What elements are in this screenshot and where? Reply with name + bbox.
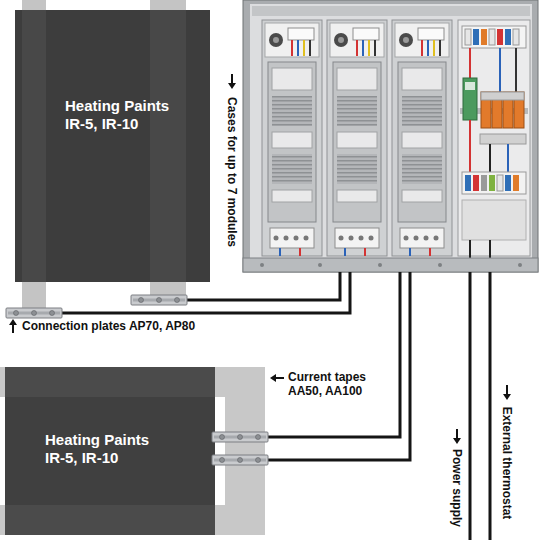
rivet: [318, 263, 322, 267]
power-module: [327, 20, 387, 256]
tape-under-paint: [5, 505, 215, 535]
current-tape: [150, 0, 186, 290]
callout-label: Connection plates AP70, AP80: [22, 319, 242, 333]
cable: [168, 272, 340, 300]
pointer-arrowhead: [9, 319, 17, 325]
current-tape: [22, 0, 46, 290]
terminal: [489, 175, 495, 191]
terminal: [473, 175, 479, 191]
control-section: [458, 20, 530, 256]
pointer-arrow: [231, 74, 233, 84]
top-rail: [252, 6, 530, 16]
wire: [469, 120, 471, 172]
terminal: [513, 29, 519, 45]
cabinet-back: [250, 4, 532, 260]
wire: [515, 48, 517, 92]
connection-plate: [131, 295, 187, 305]
tape-under-paint: [150, 10, 186, 282]
rivet: [378, 263, 382, 267]
pointer-arrowhead: [503, 394, 511, 400]
terminal: [465, 29, 471, 45]
wire: [507, 144, 509, 172]
relay: [463, 78, 477, 120]
cable: [35, 272, 350, 313]
terminal: [481, 175, 487, 191]
cabinet-lip: [243, 258, 538, 272]
panel-title: Heating Paints IR-5, IR-10: [45, 431, 170, 467]
terminal: [465, 175, 471, 191]
terminal: [473, 29, 479, 45]
terminal: [497, 175, 503, 191]
pointer-arrowhead: [453, 438, 461, 444]
pointer-arrow: [275, 377, 284, 379]
rivet: [438, 263, 442, 267]
terminal-strip: [462, 172, 526, 194]
terminal: [505, 29, 511, 45]
wire: [489, 144, 491, 172]
callout-label: Power supply: [449, 433, 465, 540]
breaker-top: [481, 92, 524, 100]
rivet: [518, 263, 522, 267]
terminal: [489, 29, 495, 45]
connection-plate: [6, 308, 62, 318]
callout-label: Current tapes AA50, AA100: [288, 370, 383, 398]
current-tape: [22, 282, 46, 310]
wire: [499, 48, 501, 92]
pointer-arrowhead: [270, 374, 276, 382]
power-module: [392, 20, 452, 256]
pointer-arrow: [456, 429, 458, 439]
busbar: [480, 134, 526, 144]
relay-window: [465, 82, 475, 90]
terminal: [505, 175, 511, 191]
callout-label: External thermostat: [499, 388, 515, 538]
wire: [469, 48, 471, 78]
terminal-strip: [462, 26, 526, 48]
pointer-arrow: [12, 324, 14, 333]
wire: [489, 240, 491, 258]
connection-plate: [212, 455, 268, 465]
current-tape: [225, 367, 265, 535]
terminal: [513, 175, 519, 191]
wire: [469, 240, 471, 258]
tape-under-paint: [22, 10, 46, 282]
terminal: [497, 29, 503, 45]
rivet: [260, 263, 264, 267]
pointer-arrowhead: [228, 83, 236, 89]
cable-tray: [462, 200, 526, 240]
pointer-arrow: [506, 385, 508, 395]
connection-plate: [212, 432, 268, 442]
supply-cable: [469, 272, 472, 540]
control-cabinet: Cases for up to 7 modules: [243, 0, 538, 272]
cabinet-heading: Cases for up to 7 modules: [224, 82, 240, 262]
tape-under-paint: [5, 367, 215, 397]
power-module: [262, 20, 322, 256]
cabinet-frame: [243, 0, 538, 272]
terminal: [481, 29, 487, 45]
cable: [215, 272, 400, 437]
thermostat-cable: [489, 272, 492, 540]
